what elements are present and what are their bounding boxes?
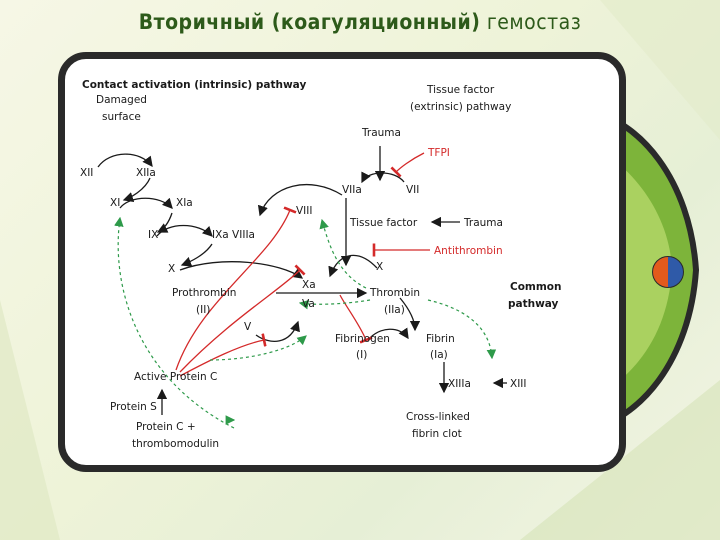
label-viii: VIII bbox=[296, 205, 312, 217]
label-fibrin-clot: fibrin clot bbox=[412, 428, 462, 440]
label-contact-pathway: Contact activation (intrinsic) pathway bbox=[82, 79, 306, 91]
label-trauma-mid: Trauma bbox=[463, 217, 503, 229]
label-tissue-factor-pathway: Tissue factor bbox=[426, 84, 495, 96]
label-ia: (Ia) bbox=[430, 349, 448, 361]
label-active-protein-c: Active Protein C bbox=[134, 371, 217, 383]
label-i: (I) bbox=[356, 349, 367, 361]
label-pathway: pathway bbox=[508, 298, 559, 310]
label-fibrin: Fibrin bbox=[426, 333, 455, 345]
label-xiii: XIII bbox=[510, 378, 526, 390]
label-xi: XI bbox=[110, 197, 120, 209]
label-fibrinogen: Fibrinogen bbox=[335, 333, 390, 345]
label-prothrombin: Prothrombin bbox=[172, 287, 236, 299]
label-xiia: XIIa bbox=[136, 167, 156, 179]
label-ixa-viiia: IXa VIIIa bbox=[212, 229, 255, 241]
label-x-left: X bbox=[168, 263, 175, 275]
label-protein-c: Protein C + bbox=[136, 421, 196, 433]
label-xii: XII bbox=[80, 167, 93, 179]
label-viia: VIIa bbox=[342, 184, 362, 196]
label-common: Common bbox=[510, 281, 562, 293]
label-protein-s: Protein S bbox=[110, 401, 157, 413]
label-antithrombin: Antithrombin bbox=[434, 245, 503, 257]
label-va: Va bbox=[302, 298, 315, 310]
label-tissue-factor: Tissue factor bbox=[349, 217, 418, 229]
label-x-right: X bbox=[376, 261, 383, 273]
label-surface: surface bbox=[102, 111, 141, 123]
label-xa: Xa bbox=[302, 279, 316, 291]
label-v: V bbox=[244, 321, 252, 333]
label-thrombomodulin: thrombomodulin bbox=[132, 438, 219, 450]
label-damaged: Damaged bbox=[96, 94, 147, 106]
label-trauma-top: Trauma bbox=[361, 127, 401, 139]
title-bold: Вторичный (коагуляционный) bbox=[138, 10, 481, 34]
label-iia: (IIa) bbox=[384, 304, 405, 316]
label-vii: VII bbox=[406, 184, 419, 196]
activation-arrows bbox=[97, 146, 507, 415]
label-ix: IX bbox=[148, 229, 158, 241]
title-normal: гемостаз bbox=[480, 10, 582, 34]
clip-button-icon bbox=[652, 256, 684, 288]
page-title: Вторичный (коагуляционный) гемостаз bbox=[0, 10, 720, 34]
label-xia: XIa bbox=[176, 197, 193, 209]
label-cross-linked: Cross-linked bbox=[406, 411, 470, 423]
label-tfpi: TFPI bbox=[427, 147, 450, 159]
label-thrombin: Thrombin bbox=[369, 287, 420, 299]
label-extrinsic-pathway: (extrinsic) pathway bbox=[410, 101, 511, 113]
label-xiiia: XIIIa bbox=[448, 378, 471, 390]
feedback-arrows bbox=[114, 216, 497, 429]
label-ii: (II) bbox=[196, 304, 210, 316]
inhibition-lines bbox=[175, 152, 430, 377]
